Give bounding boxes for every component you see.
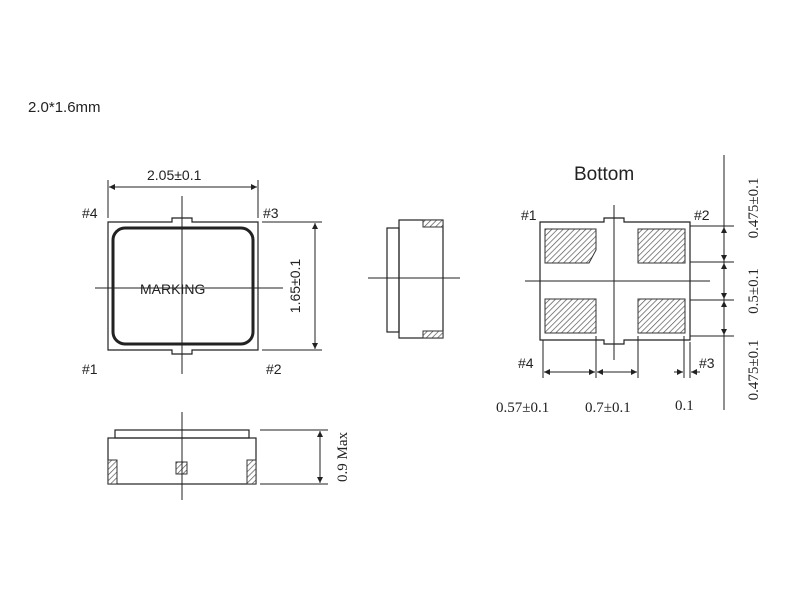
- front-view: 0.9 Max: [107, 412, 351, 500]
- width-dim-text: 2.05±0.1: [147, 167, 202, 183]
- edge-dim-text: 0.1: [675, 398, 694, 414]
- side-view-pad-top: [422, 219, 444, 228]
- pad-gap-dim-text: 0.7±0.1: [585, 400, 631, 416]
- top-view-lid: [111, 226, 255, 346]
- marking-text: MARKING: [140, 281, 205, 297]
- side-view-lid: [386, 227, 400, 333]
- side-view-body: [398, 219, 444, 339]
- bottom-pin-4-label: #4: [518, 355, 534, 371]
- bottom-pin-2-label: #2: [694, 207, 710, 223]
- height-dim-text: 1.65±0.1: [287, 259, 303, 314]
- bottom-pad-3: [637, 298, 686, 334]
- top-view: MARKING 2.05±0.1 1.65±0.1 #4 #3 #1 #2: [82, 167, 322, 377]
- front-view-pad-right: [246, 459, 257, 485]
- bottom-pin-3-label: #3: [699, 355, 715, 371]
- bottom-pad-1: [544, 228, 597, 264]
- side-view: [368, 219, 460, 339]
- side-view-pad-bottom: [422, 330, 444, 339]
- bottom-pad-4: [544, 298, 597, 334]
- bottom-pin-1-label: #1: [521, 207, 537, 223]
- bottom-pad-2: [637, 228, 686, 264]
- drawing-title: 2.0*1.6mm: [28, 99, 101, 116]
- bottom-view-heading: Bottom: [574, 164, 634, 185]
- top-pin-2-label: #2: [266, 361, 282, 377]
- top-pin-4-label: #4: [82, 205, 98, 221]
- top-pin-1-label: #1: [82, 361, 98, 377]
- bottom-pad-height-dim-text: 0.475±0.1: [746, 340, 762, 401]
- front-view-pad-left: [107, 459, 118, 485]
- top-pin-3-label: #3: [263, 205, 279, 221]
- top-pad-height-dim-text: 0.475±0.1: [746, 178, 762, 239]
- front-height-dim-text: 0.9 Max: [335, 432, 351, 482]
- pad-width-dim-text: 0.57±0.1: [496, 400, 549, 416]
- bottom-view-outline: [539, 217, 691, 345]
- center-gap-dim-text: 0.5±0.1: [746, 268, 762, 314]
- bottom-view: Bottom #1 #2 #4 #3 0.57±0.1 0.7±0.1 0.1: [496, 155, 762, 416]
- top-view-outline: [107, 217, 259, 355]
